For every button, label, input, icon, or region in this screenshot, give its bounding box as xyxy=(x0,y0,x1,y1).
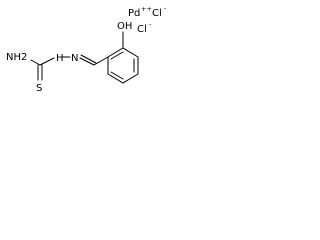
label-s: S xyxy=(36,83,42,94)
label-nh: H xyxy=(56,53,64,64)
ring-double-1 xyxy=(110,51,124,60)
bond-c-nh xyxy=(39,57,55,66)
bond-n-ch-1 xyxy=(79,57,95,66)
bond-c-nh2 xyxy=(30,59,41,66)
label-cl-1: Cl xyxy=(152,8,162,19)
label-pd-charge: ++ xyxy=(141,5,152,13)
ring-double-3 xyxy=(110,71,124,80)
label-n: N xyxy=(71,53,78,64)
label-cl-1-charge: - xyxy=(164,4,167,12)
bond-ch-ring xyxy=(93,56,109,66)
label-oh: OH xyxy=(117,21,132,32)
bond-n-ch-2 xyxy=(80,54,97,64)
label-cl-2: Cl xyxy=(137,24,147,35)
bonds xyxy=(30,31,139,84)
label-cl-2-charge: - xyxy=(149,20,152,28)
label-pd: Pd xyxy=(128,8,140,19)
chemical-structure: NH2 S H N OH Pd ++ Cl - Cl - xyxy=(6,4,167,94)
label-nh2: NH2 xyxy=(6,52,27,63)
